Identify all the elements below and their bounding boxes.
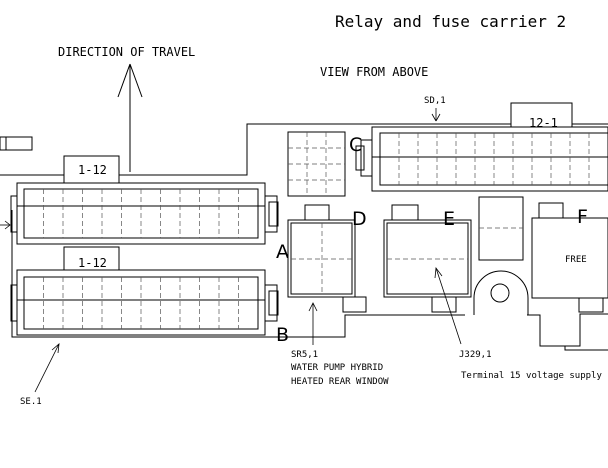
mounting-post-icon <box>473 270 529 315</box>
position-letter-d: D <box>352 208 367 230</box>
sr5-desc-line2: HEATED REAR WINDOW <box>291 377 389 387</box>
j329-label: J329,1 <box>459 350 492 360</box>
sr5-desc-line1: WATER PUMP HYBRID <box>291 363 383 373</box>
fuse-block-upper <box>10 155 279 245</box>
callout-arrows <box>34 266 462 393</box>
sr5-label: SR5,1 <box>291 350 318 360</box>
position-letter-c: C <box>349 134 362 156</box>
sd1-pointer-icon <box>431 108 441 122</box>
direction-of-travel-label: DIRECTION OF TRAVEL <box>58 45 195 59</box>
position-letter-a: A <box>276 241 289 263</box>
terminal-label: Terminal 15 voltage supply <box>461 371 602 381</box>
relay-d <box>287 204 367 313</box>
relay-e <box>383 204 472 313</box>
position-letter-e: E <box>443 208 455 230</box>
position-letter-b: B <box>276 324 289 346</box>
small-grid-block <box>287 131 346 197</box>
fuse-block-lower <box>10 246 279 336</box>
direction-arrow-icon <box>117 63 143 172</box>
sd1-label: SD,1 <box>424 96 446 106</box>
se1-label: SE.1 <box>20 397 42 407</box>
relay-free <box>531 202 608 313</box>
fuse-label-upper: 1-12 <box>78 163 107 177</box>
position-letter-f: F <box>577 206 588 228</box>
fuse-label-right: 12-1 <box>529 116 558 130</box>
free-label: FREE <box>565 255 587 265</box>
fuse-label-lower: 1-12 <box>78 256 107 270</box>
view-from-above-label: VIEW FROM ABOVE <box>320 65 428 79</box>
small-relay <box>478 196 524 261</box>
carrier-outline <box>0 123 608 351</box>
fuse-block-right <box>355 102 608 192</box>
diagram-title: Relay and fuse carrier 2 <box>335 12 566 31</box>
